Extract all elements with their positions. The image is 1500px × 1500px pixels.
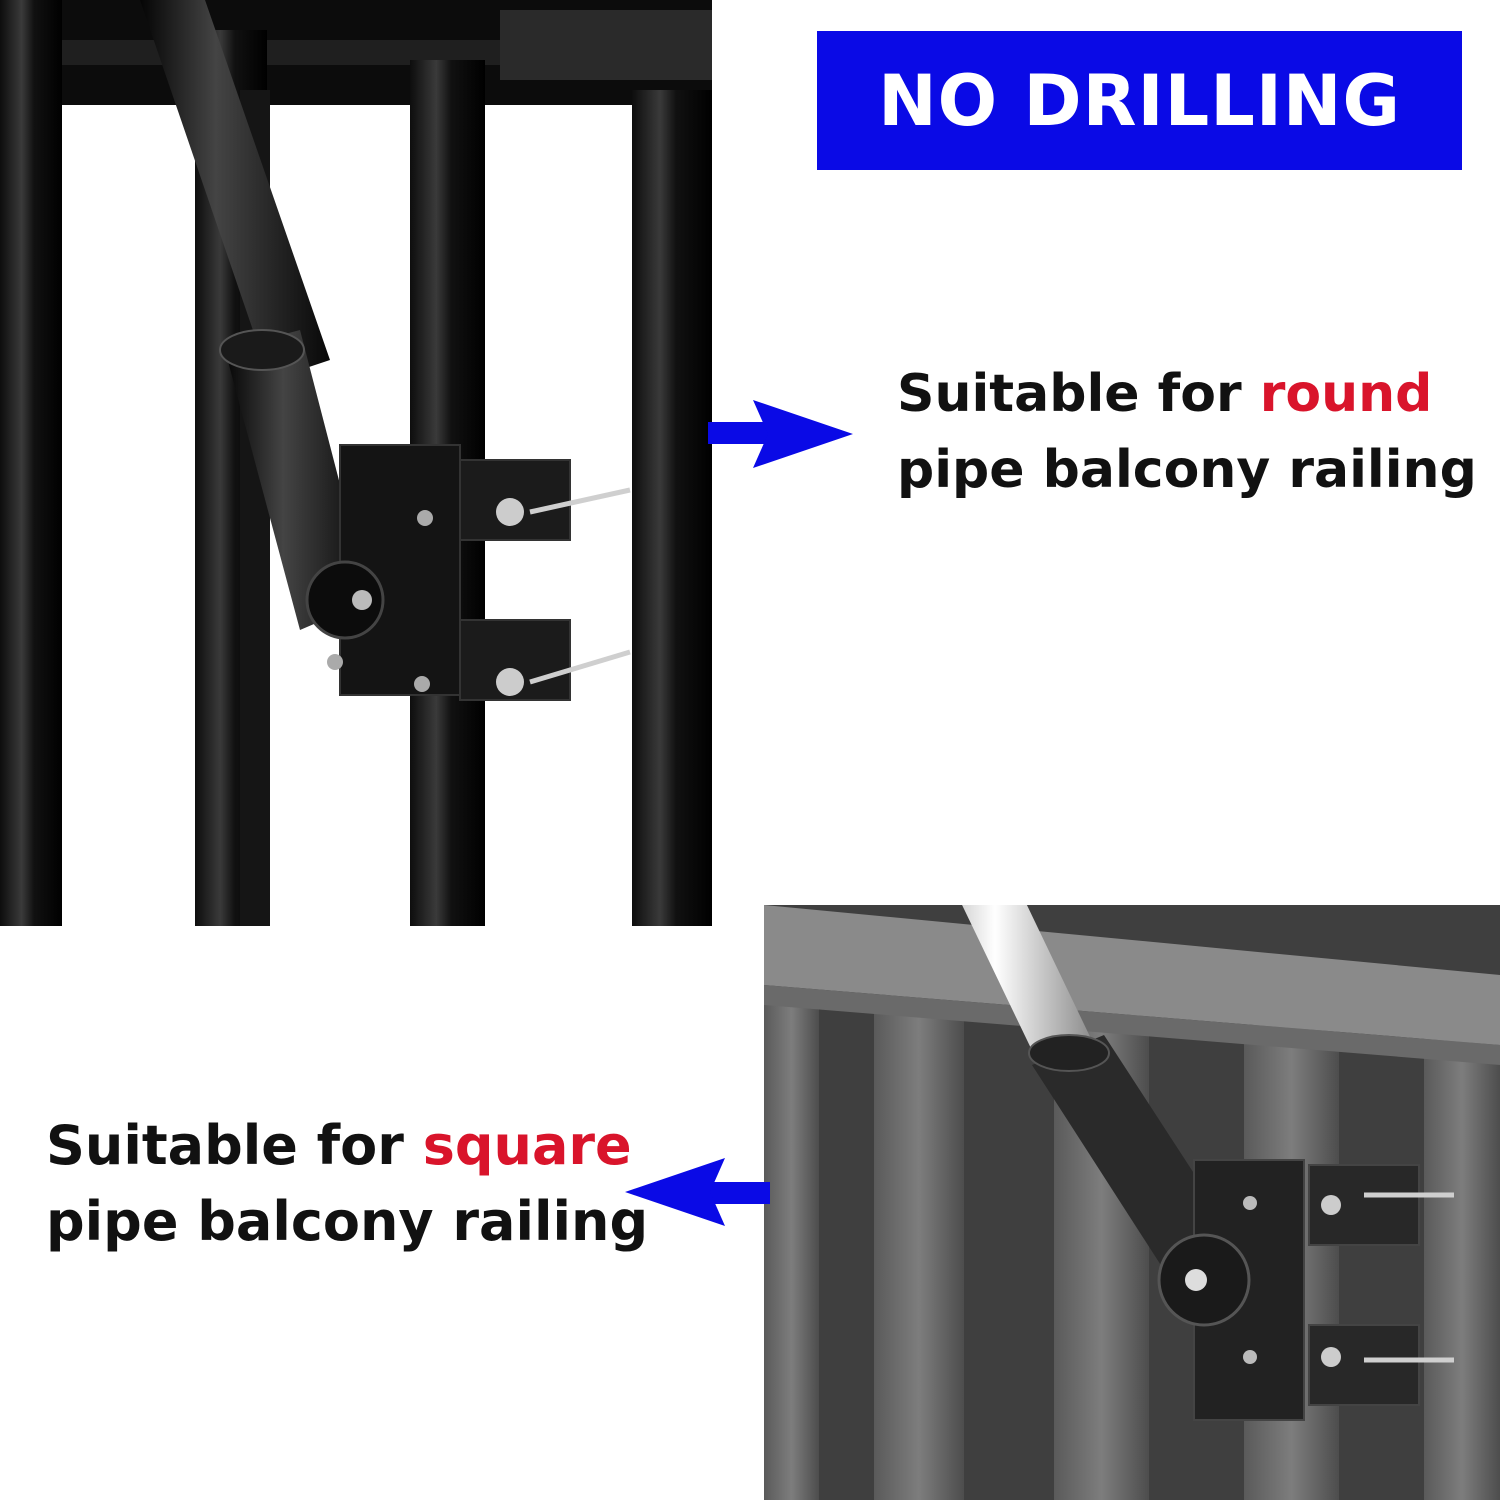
arrow-left-icon	[625, 1158, 770, 1226]
no-drilling-badge: NO DRILLING	[817, 31, 1462, 170]
arrow-right-icon	[708, 400, 853, 468]
square-highlight: square	[422, 1114, 632, 1177]
square-caption-line2: pipe balcony railing	[46, 1190, 649, 1253]
round-caption-line1: Suitable for round	[897, 356, 1477, 432]
round-pipe-railing-photo	[0, 0, 712, 926]
caption-prefix: Suitable for	[897, 364, 1260, 424]
round-highlight: round	[1259, 364, 1433, 424]
caption-prefix: Suitable for	[46, 1114, 423, 1177]
square-caption-line1: Suitable for square	[46, 1108, 648, 1184]
square-railing-illustration	[764, 905, 1500, 1500]
round-railing-illustration	[0, 0, 712, 926]
round-caption-line2: pipe balcony railing	[897, 440, 1477, 500]
no-drilling-text: NO DRILLING	[878, 59, 1401, 142]
square-wood-railing-photo	[764, 905, 1500, 1500]
round-railing-caption: Suitable for round pipe balcony railing	[897, 356, 1477, 508]
square-railing-caption: Suitable for square pipe balcony railing	[46, 1108, 648, 1260]
